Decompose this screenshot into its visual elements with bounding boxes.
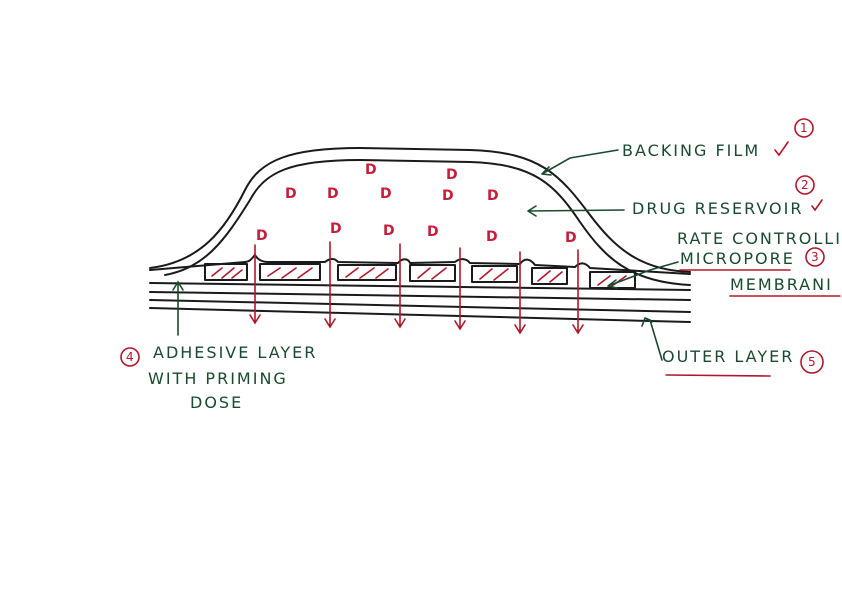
patch-structure <box>149 147 691 323</box>
drug-particle: D <box>383 223 395 239</box>
label-drug-reservoir: DRUG RESERVOIR 2 <box>527 175 823 218</box>
drug-particle: D <box>487 188 499 204</box>
drug-particle: D <box>565 230 577 246</box>
micropore-cell <box>204 263 248 281</box>
hatch-marks <box>211 267 627 287</box>
drug-particle: D <box>330 221 342 237</box>
number-circle <box>795 175 815 195</box>
adhesive-layer-mid <box>149 291 691 301</box>
rate-controlling-membrane <box>149 254 691 275</box>
micropore-cell <box>259 263 321 281</box>
drug-particle: D <box>486 229 498 245</box>
release-arrow <box>324 241 336 329</box>
backing-film-inner <box>164 159 691 286</box>
adhesive-label-line2: WITH PRIMING <box>148 369 288 388</box>
number-circle <box>120 347 140 367</box>
number-circle <box>805 247 825 267</box>
outer-layer-label: OUTER LAYER <box>662 347 794 366</box>
underline <box>665 374 771 377</box>
leader-line <box>541 149 619 176</box>
micropore-cell <box>471 265 518 283</box>
adhesive-layer-top <box>149 282 691 291</box>
release-arrow <box>249 244 261 325</box>
rate-number: 3 <box>811 250 819 264</box>
label-outer-layer: OUTER LAYER 5 <box>641 317 824 377</box>
outer-layer-top <box>149 299 691 313</box>
check-mark <box>811 199 823 212</box>
check-mark <box>774 141 789 157</box>
drug-particle: D <box>442 188 454 204</box>
drug-particle: D <box>327 186 339 202</box>
leader-line <box>527 205 625 217</box>
drug-particle: D <box>285 186 297 202</box>
adhesive-number: 4 <box>126 350 134 364</box>
backing-film-number: 1 <box>800 121 808 135</box>
micropore-cell <box>531 267 568 285</box>
release-arrows <box>249 241 584 335</box>
label-adhesive-layer: 4 ADHESIVE LAYER WITH PRIMING DOSE <box>120 280 317 412</box>
membrane-label: MEMBRANI <box>730 275 833 294</box>
release-arrow <box>454 247 466 331</box>
label-backing-film: BACKING FILM 1 <box>541 118 814 176</box>
drug-reservoir-number: 2 <box>801 178 809 192</box>
leader-line <box>641 317 663 361</box>
drug-reservoir-label: DRUG RESERVOIR <box>632 199 803 218</box>
release-arrow <box>394 243 406 329</box>
drug-particle: D <box>365 162 377 178</box>
drug-particle: D <box>446 167 458 183</box>
release-arrow <box>572 249 584 335</box>
backing-film-label: BACKING FILM <box>622 141 760 160</box>
drug-particle: D <box>256 228 268 244</box>
adhesive-label-line3: DOSE <box>190 393 243 412</box>
micropore-cell <box>409 264 456 282</box>
outer-layer-bottom <box>149 307 691 323</box>
outer-layer-number: 5 <box>808 355 816 369</box>
leader-line <box>607 261 679 289</box>
number-circle <box>794 118 814 138</box>
drug-particle: D <box>380 186 392 202</box>
micropore-label: MICROPORE <box>680 249 795 268</box>
rate-controlling-label: RATE CONTROLLIN <box>677 229 842 248</box>
leader-line <box>172 280 184 336</box>
backing-film-outer <box>149 147 691 273</box>
drug-particles: D D D D D D D D D D D D D <box>256 162 577 246</box>
number-circle <box>800 350 824 374</box>
release-arrow <box>514 251 526 335</box>
micropore-cell <box>337 264 397 281</box>
drug-particle: D <box>427 224 439 240</box>
label-rate-controlling-membrane: RATE CONTROLLIN MICROPORE 3 MEMBRANI <box>607 229 842 297</box>
adhesive-label-line1: ADHESIVE LAYER <box>153 343 317 362</box>
